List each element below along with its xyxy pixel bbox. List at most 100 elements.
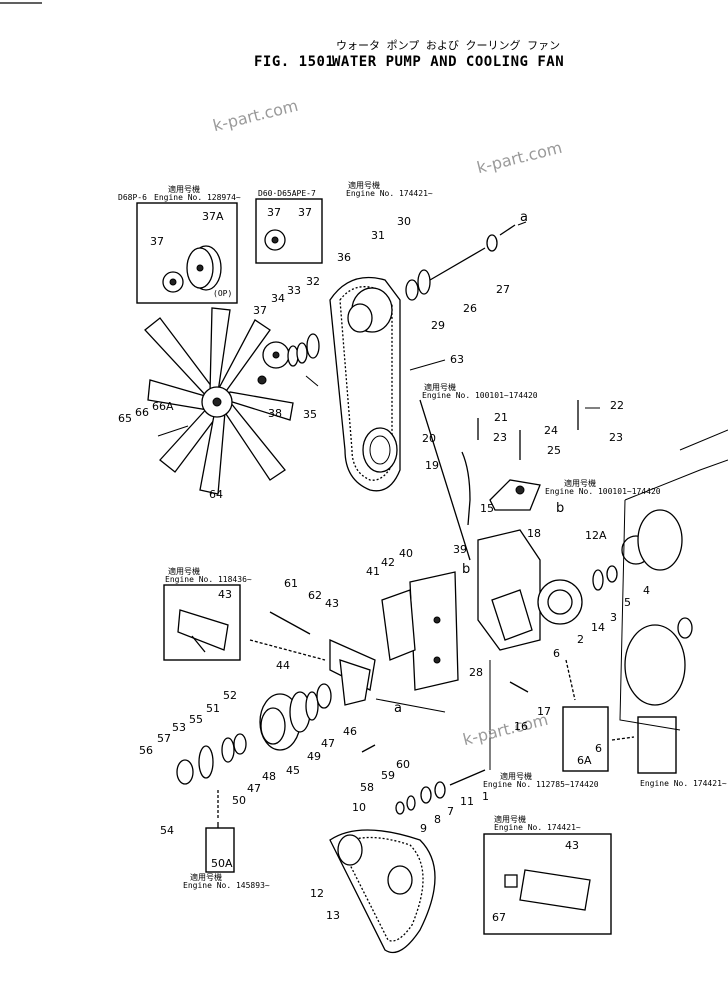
leader-65 xyxy=(157,425,189,437)
callout: 9 xyxy=(420,822,427,835)
bolt-17 xyxy=(565,659,576,701)
callout: 32 xyxy=(306,275,320,288)
note-engine: Engine No. 112785~174420 xyxy=(483,780,599,789)
note-jp: 適用号機 xyxy=(190,873,222,882)
bracket-18 xyxy=(489,479,541,511)
callout: 5 xyxy=(624,596,631,609)
callout: 6A xyxy=(577,754,592,767)
callout: 20 xyxy=(422,432,436,445)
note-engine: Engine No. 118436~ xyxy=(165,575,252,584)
callout: 1 xyxy=(482,790,489,803)
leader-a-top xyxy=(517,221,527,226)
callout: 50A xyxy=(211,857,233,870)
callout: 65 xyxy=(118,412,132,425)
pulley-45 xyxy=(259,683,332,751)
callout: 16 xyxy=(514,720,528,733)
callout: 2 xyxy=(577,633,584,646)
callout: 63 xyxy=(450,353,464,366)
callout: 18 xyxy=(527,527,541,540)
callout: 43 xyxy=(565,839,579,852)
callout: 37 xyxy=(253,304,267,317)
note-engine: Engine No. 100101~174420 xyxy=(422,391,538,400)
callout: 41 xyxy=(366,565,380,578)
callout: 25 xyxy=(547,444,561,457)
callout: 47 xyxy=(321,737,335,750)
fan-belt-63 xyxy=(329,276,401,492)
callout: 21 xyxy=(494,411,508,424)
cooling-fan-64 xyxy=(144,307,294,495)
callout: 66 xyxy=(135,406,149,419)
arrow-6 xyxy=(611,736,635,741)
callout: 61 xyxy=(284,577,298,590)
callout: 7 xyxy=(447,805,454,818)
callout: 48 xyxy=(262,770,276,783)
note-engine: Engine No. 174421~ xyxy=(346,189,433,198)
bolt-16 xyxy=(509,681,529,693)
figure-number: FIG. 1501 xyxy=(254,54,335,70)
note-engine: Engine No. 145893~ xyxy=(183,881,270,890)
callout: 36 xyxy=(337,251,351,264)
fan-spacer-37-alt xyxy=(264,229,286,251)
callout: 56 xyxy=(139,744,153,757)
callout: 66A xyxy=(152,400,174,413)
callout: 38 xyxy=(268,407,282,420)
callout: 45 xyxy=(286,764,300,777)
callout: 23 xyxy=(609,431,623,444)
note-box-43b xyxy=(483,833,612,935)
callout: 22 xyxy=(610,399,624,412)
callout: 37 xyxy=(298,206,312,219)
callout: 39 xyxy=(453,543,467,556)
note-box-37 xyxy=(255,198,323,264)
note-engine: Engine No. 174421~ xyxy=(640,779,727,788)
callout: 35 xyxy=(303,408,317,421)
callout: 27 xyxy=(496,283,510,296)
callout: 3 xyxy=(610,611,617,624)
bolt-58 xyxy=(361,744,376,753)
pump-shaft-26 xyxy=(405,224,516,301)
pulley-40 xyxy=(381,589,416,661)
callout: 30 xyxy=(397,215,411,228)
pipe-19 xyxy=(461,451,471,526)
note-box-37a xyxy=(136,202,238,304)
callout: 62 xyxy=(308,589,322,602)
leader-63 xyxy=(409,359,446,371)
note-engine: Engine No. 100101~174420 xyxy=(545,487,661,496)
callout: 49 xyxy=(307,750,321,763)
fan-spacer-stack xyxy=(257,333,320,385)
callout: 51 xyxy=(206,702,220,715)
callout: 11 xyxy=(460,795,474,808)
callout: 59 xyxy=(381,769,395,782)
callout: a xyxy=(520,210,528,225)
callout: a xyxy=(394,701,402,716)
callout: 60 xyxy=(396,758,410,771)
note-jp: 適用号機 xyxy=(564,479,596,488)
japanese-title: ウォータ ポンプ および クーリング ファン xyxy=(336,39,561,52)
callout: 14 xyxy=(591,621,605,634)
adjuster-43-b xyxy=(504,869,591,911)
belt-13 xyxy=(329,829,436,954)
note-engine: Engine No. 174421~ xyxy=(494,823,581,832)
leader-35 xyxy=(305,375,319,387)
leader-a xyxy=(375,698,446,713)
note-jp: 適用号機 xyxy=(500,772,532,781)
callout: 37A xyxy=(202,210,224,223)
note-box-6a xyxy=(562,706,609,772)
note-box-43a xyxy=(163,584,241,661)
note-jp: 適用号機 xyxy=(348,181,380,190)
callout: 46 xyxy=(343,725,357,738)
callout: 6 xyxy=(553,647,560,660)
callout: 43 xyxy=(218,588,232,601)
shaft-1 xyxy=(395,769,486,815)
callout: 55 xyxy=(189,713,203,726)
pump-body-15 xyxy=(477,529,541,651)
plate-39 xyxy=(409,571,459,691)
callout: b xyxy=(462,562,471,577)
callout: 43 xyxy=(325,597,339,610)
note-jp: 適用号機 xyxy=(168,567,200,576)
note-op: (OP) xyxy=(213,289,233,298)
callout: 17 xyxy=(537,705,551,718)
callout: 42 xyxy=(381,556,395,569)
note-engine: Engine No. 128974~ xyxy=(154,193,241,202)
